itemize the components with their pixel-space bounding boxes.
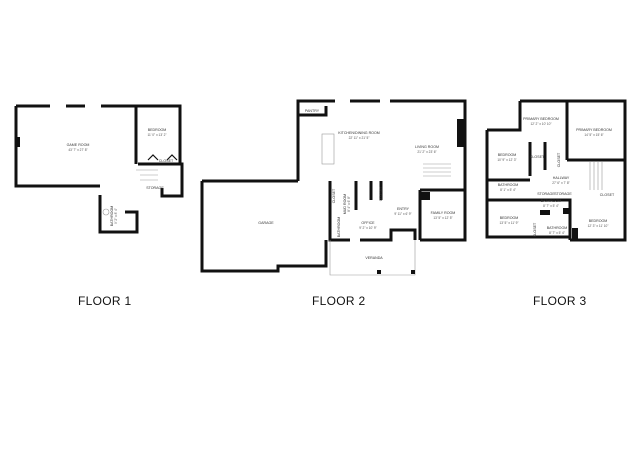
- room-label: STORAGE: [537, 192, 555, 196]
- room-label: FAMILY ROOM: [431, 211, 456, 215]
- room-label: BATHROOM: [547, 226, 568, 230]
- room-label: BEDROOM: [498, 153, 517, 157]
- fireplace-icon: [457, 119, 465, 147]
- room-label: CLOSET: [159, 159, 174, 163]
- room-label: BEDROOM: [500, 216, 519, 220]
- room-label: STORAGE: [146, 186, 164, 190]
- floor-2-plan: PANTRY KITCHEN/DINING ROOM 22' 11" x 21'…: [200, 99, 467, 276]
- room-label: BEDROOM: [589, 219, 608, 223]
- room-dims: 10' 9" x 12' 3": [497, 158, 516, 162]
- room-label: CLOSET: [600, 193, 615, 197]
- room-label: BATHROOM: [498, 183, 519, 187]
- room-label: VERANDA: [365, 256, 383, 260]
- room-dims: 22' 11" x 21' 5": [349, 136, 370, 140]
- room-dims: 12' 2" x 10' 10": [530, 122, 551, 126]
- room-label: GARAGE: [258, 221, 274, 225]
- room-label: PRIMARY BEDROOM: [576, 128, 612, 132]
- room-dims: 21' 2" x 23' 6": [417, 150, 436, 154]
- room-label: STORAGE: [554, 192, 572, 196]
- room-dims: 14' 5" x 15' 6": [584, 133, 603, 137]
- room-label: CLOSET: [332, 188, 336, 203]
- room-dims: 27' 6" x 7' 8": [552, 181, 569, 185]
- room-label: CLOSET: [530, 155, 545, 159]
- room-dims: 11' 0" x 13' 2": [147, 133, 166, 137]
- room-label: BATHROOM: [110, 206, 114, 227]
- room-label: ENTRY: [397, 207, 410, 211]
- room-dims: 9' 2" x 8' 4": [114, 208, 118, 224]
- room-label: CLOSET: [379, 186, 383, 201]
- floor-3-label: FLOOR 3: [533, 294, 587, 308]
- room-dims: 43' 7" x 27' 8": [68, 148, 87, 152]
- floor-1-plan: GAME ROOM 43' 7" x 27' 8" BEDROOM 11' 0"…: [14, 104, 184, 234]
- floor-1-label: FLOOR 1: [78, 294, 132, 308]
- room-label: BATHROOM: [541, 199, 562, 203]
- floor-3-plan: PRIMARY BEDROOM 12' 2" x 10' 10" PRIMARY…: [485, 99, 627, 242]
- room-dims: 8' 7" x 5' 4": [543, 204, 559, 208]
- room-label: CLOSET: [557, 152, 561, 167]
- fireplace-icon: [16, 137, 20, 147]
- room-dims: 9' 2" x 10' 9": [359, 226, 376, 230]
- room-label: PRIMARY BEDROOM: [523, 117, 559, 121]
- room-label: CLOSET: [533, 222, 537, 237]
- room-label: BATHROOM: [337, 217, 341, 238]
- room-dims: 8' 7" x 5' 4": [549, 231, 565, 235]
- room-dims: 9' 11" x 6' 9": [394, 212, 411, 216]
- room-label: KITCHEN/DINING ROOM: [338, 131, 380, 135]
- room-dims: 13' 5" x 11' 9": [499, 221, 518, 225]
- room-label: BEDROOM: [148, 128, 167, 132]
- room-dims: 8' 1" x 5' 4": [500, 188, 516, 192]
- fireplace-icon: [420, 192, 430, 200]
- room-label: MUD ROOM: [343, 194, 347, 214]
- room-label: PANTRY: [305, 109, 320, 113]
- room-label: HALLWAY: [553, 176, 570, 180]
- floor-2-label: FLOOR 2: [312, 294, 366, 308]
- room-label: LIVING ROOM: [415, 145, 439, 149]
- room-label: GAME ROOM: [67, 143, 90, 147]
- room-dims: 13' 5" x 12' 5": [433, 216, 452, 220]
- room-dims: 12' 3" x 11' 10": [588, 224, 609, 228]
- room-dims: 8' 4" x 6' 8": [347, 196, 351, 212]
- room-label: OFFICE: [361, 221, 375, 225]
